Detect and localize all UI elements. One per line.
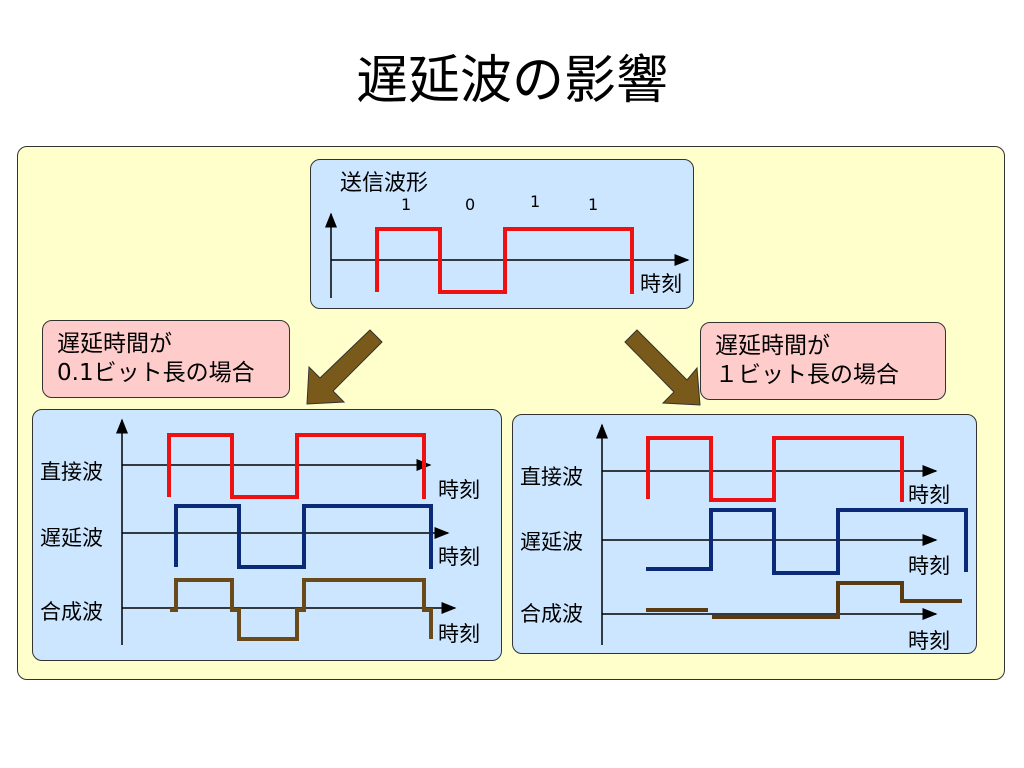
- right-row-combined-label: 合成波: [520, 602, 583, 626]
- right-case-label: 遅延時間が １ビット長の場合: [700, 322, 946, 400]
- left-time-label-3: 時刻: [438, 622, 480, 646]
- transmit-waveform-label: 送信波形: [340, 171, 429, 196]
- right-time-label-1: 時刻: [908, 483, 950, 507]
- down-right-arrow: [624, 329, 701, 406]
- left-time-label-2: 時刻: [438, 545, 480, 569]
- right-combined-wave-2: [712, 581, 962, 619]
- left-time-label-1: 時刻: [438, 478, 480, 502]
- transmit-waveform: [375, 227, 634, 294]
- transmit-time-label: 時刻: [640, 272, 682, 296]
- left-case-label: 遅延時間が 0.1ビット長の場合: [42, 320, 290, 398]
- down-left-arrow: [306, 329, 383, 405]
- right-delayed-wave: [646, 508, 968, 575]
- right-case-label-line1: 遅延時間が: [715, 333, 830, 359]
- left-case-label-line1: 遅延時間が: [57, 331, 172, 357]
- page-title: 遅延波の影響: [355, 51, 668, 111]
- bit-label-1: 1: [401, 195, 412, 214]
- left-combined-wave: [170, 578, 433, 641]
- left-row-delayed-label: 遅延波: [40, 526, 103, 550]
- bit-label-2: 0: [465, 195, 476, 214]
- bit-label-3: 1: [530, 192, 541, 211]
- right-time-label-3: 時刻: [908, 629, 950, 653]
- right-direct-wave: [646, 436, 904, 502]
- left-case-label-line2: 0.1ビット長の場合: [57, 360, 255, 386]
- right-row-direct-label: 直接波: [520, 465, 583, 489]
- left-delayed-wave: [174, 504, 433, 569]
- right-time-label-2: 時刻: [908, 554, 950, 578]
- left-row-direct-label: 直接波: [40, 460, 103, 484]
- left-row-combined-label: 合成波: [40, 600, 103, 624]
- bit-label-4: 1: [588, 195, 599, 214]
- right-row-delayed-label: 遅延波: [520, 530, 583, 554]
- right-case-label-line2: １ビット長の場合: [715, 362, 899, 388]
- left-direct-wave: [167, 433, 426, 499]
